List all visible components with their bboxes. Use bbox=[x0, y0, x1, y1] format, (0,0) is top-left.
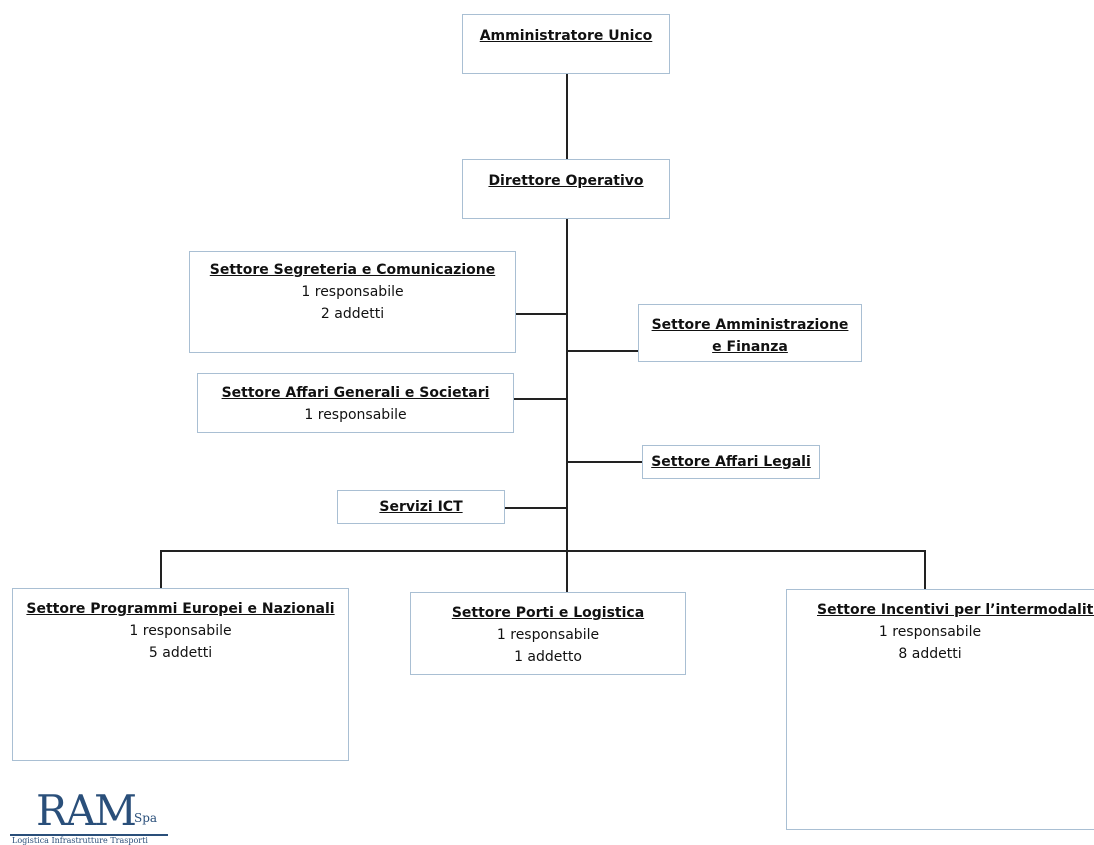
node-amministrazione-finanza: Settore Amministrazione e Finanza bbox=[638, 304, 862, 362]
node-title: Direttore Operativo bbox=[488, 173, 644, 189]
node-line: 5 addetti bbox=[148, 645, 213, 661]
node-title: Settore Segreteria e Comunicazione bbox=[209, 262, 496, 278]
connector-top bbox=[566, 73, 568, 159]
node-title-line1: Settore Amministrazione bbox=[651, 317, 849, 333]
node-line: 1 responsabile bbox=[496, 627, 600, 643]
connector-ict bbox=[505, 507, 567, 509]
connector-trunk bbox=[566, 218, 568, 592]
node-title: Amministratore Unico bbox=[479, 28, 653, 44]
ram-logo: RAM Spa Logistica Infrastrutture Traspor… bbox=[10, 786, 180, 845]
node-title: Settore Programmi Europei e Nazionali bbox=[26, 601, 335, 617]
connector-amministrazione bbox=[566, 350, 638, 352]
node-affari-legali: Settore Affari Legali bbox=[642, 445, 820, 479]
logo-suffix: Spa bbox=[134, 811, 158, 825]
node-title: Settore Porti e Logistica bbox=[451, 605, 645, 621]
node-line: 1 responsabile bbox=[878, 624, 982, 640]
node-programmi-europei-nazionali: Settore Programmi Europei e Nazionali 1 … bbox=[12, 588, 349, 761]
logo-rule bbox=[10, 834, 168, 836]
node-porti-logistica: Settore Porti e Logistica 1 responsabile… bbox=[410, 592, 686, 675]
node-title-line2: e Finanza bbox=[712, 339, 788, 355]
logo-tagline: Logistica Infrastrutture Trasporti bbox=[12, 836, 148, 845]
node-title: Settore Affari Legali bbox=[651, 454, 811, 470]
logo-name: RAM bbox=[36, 786, 137, 835]
connector-affari-legali bbox=[566, 461, 642, 463]
node-line: 1 responsabile bbox=[301, 284, 404, 300]
node-title: Servizi ICT bbox=[379, 499, 463, 515]
connector-affari-generali bbox=[514, 398, 567, 400]
node-amministratore-unico: Amministratore Unico bbox=[462, 14, 670, 74]
connector-segreteria bbox=[516, 313, 567, 315]
connector-bottom-bar bbox=[160, 550, 926, 552]
node-title: Settore Affari Generali e Societari bbox=[221, 385, 490, 401]
connector-programmi bbox=[160, 550, 162, 588]
node-incentivi-intermodalita: Settore Incentivi per l’intermodalità 1 … bbox=[786, 589, 1094, 830]
node-direttore-operativo: Direttore Operativo bbox=[462, 159, 670, 219]
node-line: 8 addetti bbox=[898, 646, 962, 662]
node-line: 2 addetti bbox=[320, 306, 385, 322]
connector-incentivi bbox=[924, 550, 926, 589]
node-line: 1 addetto bbox=[514, 649, 582, 665]
node-segreteria-comunicazione: Settore Segreteria e Comunicazione 1 res… bbox=[189, 251, 516, 353]
node-line: 1 responsabile bbox=[129, 623, 232, 639]
node-servizi-ict: Servizi ICT bbox=[337, 490, 505, 524]
node-affari-generali-societari: Settore Affari Generali e Societari 1 re… bbox=[197, 373, 514, 433]
node-line: 1 responsabile bbox=[304, 407, 407, 423]
node-title: Settore Incentivi per l’intermodalità bbox=[817, 602, 1094, 618]
